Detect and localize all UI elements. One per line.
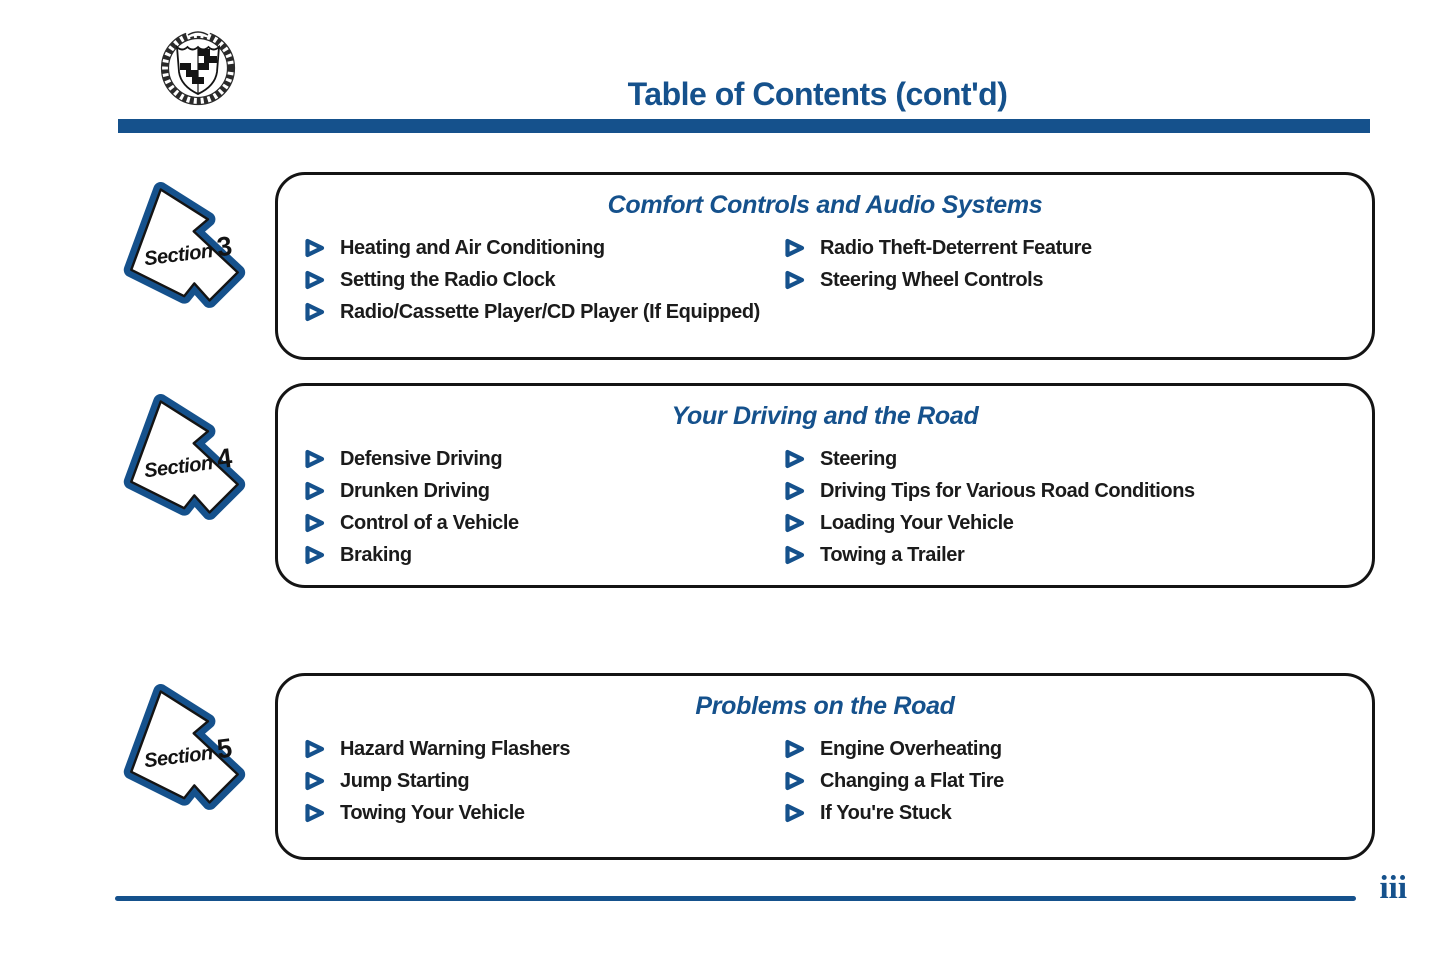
play-triangle-icon [305,449,325,469]
play-triangle-icon [305,481,325,501]
play-triangle-icon [305,302,325,322]
toc-item-label: Steering Wheel Controls [820,268,1044,291]
play-triangle-icon [305,545,325,565]
section-arrow-icon [123,684,246,810]
play-triangle-icon [785,481,805,501]
section-box: Comfort Controls and Audio Systems Heati… [275,172,1375,360]
play-triangle-icon [305,238,325,258]
section-badge: Section5 [110,682,260,822]
toc-item: Steering Wheel Controls [783,269,1372,291]
toc-item: Engine Overheating [783,738,1372,760]
play-triangle-icon [785,739,805,759]
toc-item: Towing Your Vehicle [303,802,783,824]
toc-item-label: Engine Overheating [820,737,1002,760]
toc-item-label: Setting the Radio Clock [340,268,556,291]
toc-item: Radio Theft-Deterrent Feature [783,237,1372,259]
toc-item-label: Steering [820,447,897,470]
toc-item-label: Defensive Driving [340,447,503,470]
badge-number: 4 [215,442,234,475]
section-box: Your Driving and the Road Defensive Driv… [275,383,1375,588]
toc-item-label: Towing a Trailer [820,543,965,566]
play-triangle-icon [305,739,325,759]
play-triangle-icon [305,771,325,791]
section-arrow-icon [123,394,246,520]
toc-item: Control of a Vehicle [303,512,783,534]
toc-item: Jump Starting [303,770,783,792]
toc-column-right: Engine Overheating Changing a Flat Tire … [783,738,1372,834]
toc-item-label: Loading Your Vehicle [820,511,1014,534]
footer-rule [115,896,1356,901]
toc-column-left: Heating and Air Conditioning Setting the… [303,237,783,333]
play-triangle-icon [305,270,325,290]
toc-item: Heating and Air Conditioning [303,237,783,259]
toc-item: Driving Tips for Various Road Conditions [783,480,1372,502]
toc-column-left: Hazard Warning Flashers Jump Starting To… [303,738,783,834]
cadillac-crest-logo [152,24,244,110]
toc-item-label: If You're Stuck [820,801,952,824]
toc-item: Hazard Warning Flashers [303,738,783,760]
play-triangle-icon [305,513,325,533]
badge-number: 5 [215,732,234,765]
toc-item-label: Drunken Driving [340,479,490,502]
play-triangle-icon [785,270,805,290]
toc-column-left: Defensive Driving Drunken Driving Contro… [303,448,783,576]
toc-item: Changing a Flat Tire [783,770,1372,792]
toc-item: Loading Your Vehicle [783,512,1372,534]
section-title: Problems on the Road [695,692,955,720]
toc-item: Setting the Radio Clock [303,269,783,291]
toc-item-label: Heating and Air Conditioning [340,236,605,259]
play-triangle-icon [785,513,805,533]
toc-item-label: Towing Your Vehicle [340,801,525,824]
play-triangle-icon [785,238,805,258]
toc-item: Drunken Driving [303,480,783,502]
play-triangle-icon [785,449,805,469]
toc-item-label: Braking [340,543,412,566]
toc-item: Steering [783,448,1372,470]
toc-item-label: Control of a Vehicle [340,511,519,534]
toc-item-label: Radio Theft-Deterrent Feature [820,236,1092,259]
page-title: Table of Contents (cont'd) [627,76,1008,112]
toc-column-right: Radio Theft-Deterrent Feature Steering W… [783,237,1372,301]
play-triangle-icon [305,803,325,823]
section-title: Comfort Controls and Audio Systems [607,191,1043,219]
toc-item: Defensive Driving [303,448,783,470]
section-box: Problems on the Road Hazard Warning Flas… [275,673,1375,860]
section-title: Your Driving and the Road [671,402,979,430]
section-arrow-icon [123,182,246,308]
toc-item: If You're Stuck [783,802,1372,824]
badge-number: 3 [215,230,234,263]
play-triangle-icon [785,803,805,823]
toc-item-label: Jump Starting [340,769,470,792]
section-badge: Section4 [110,392,260,532]
toc-item: Towing a Trailer [783,544,1372,566]
section-badge: Section3 [110,180,260,320]
toc-item-label: Changing a Flat Tire [820,769,1004,792]
toc-item: Braking [303,544,783,566]
toc-item-label: Radio/Cassette Player/CD Player (If Equi… [340,300,760,323]
toc-column-right: Steering Driving Tips for Various Road C… [783,448,1372,576]
toc-item-label: Hazard Warning Flashers [340,737,571,760]
toc-item: Radio/Cassette Player/CD Player (If Equi… [303,301,783,323]
title-rule [118,119,1370,133]
toc-item-label: Driving Tips for Various Road Conditions [820,479,1195,502]
page-number: iii [1379,870,1407,906]
play-triangle-icon [785,771,805,791]
play-triangle-icon [785,545,805,565]
